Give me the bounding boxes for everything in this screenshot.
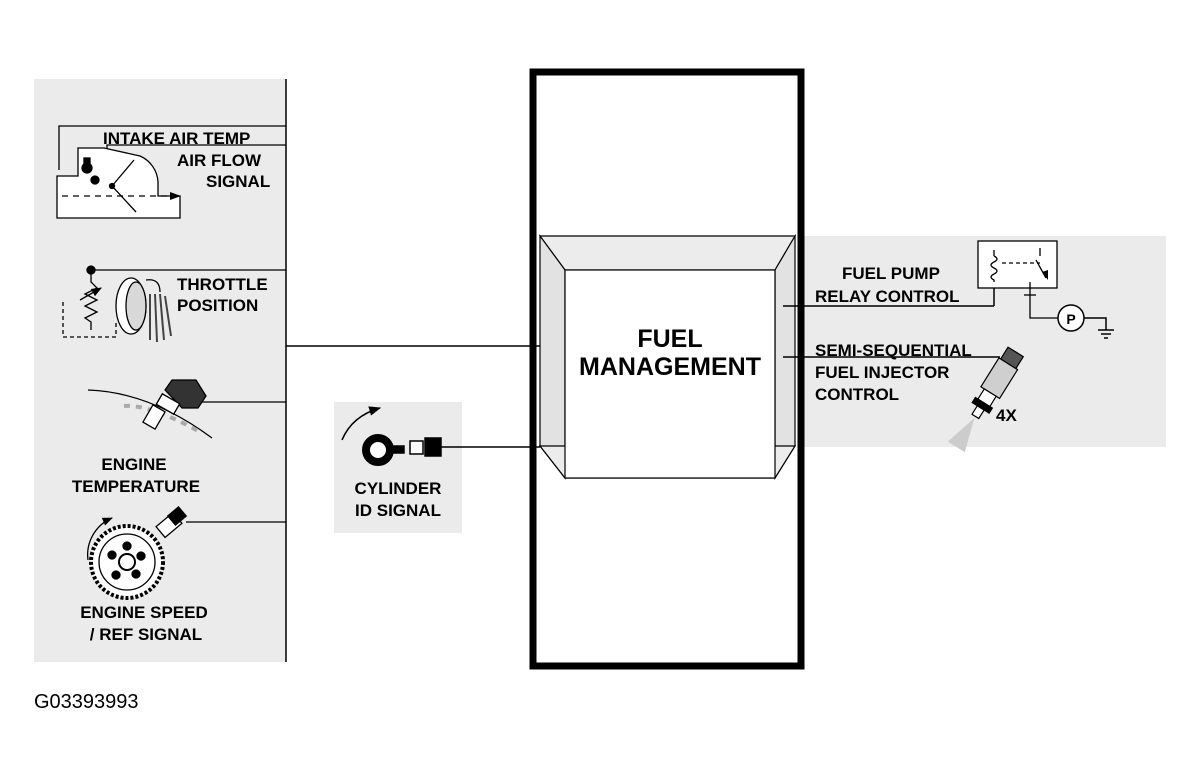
cam-sensor-icon xyxy=(341,406,442,466)
crank-sensor-icon xyxy=(87,505,286,600)
cylinder-id-panel xyxy=(334,402,462,533)
cylinder-id-label-line2: ID SIGNAL xyxy=(355,501,441,520)
injector-count-label: 4X xyxy=(996,406,1017,425)
throttle-label-line2: POSITION xyxy=(177,296,258,315)
coolant-temp-sensor-icon xyxy=(87,379,286,439)
intake-air-temp-label: INTAKE AIR TEMP xyxy=(103,129,250,148)
air-flow-label-line1: AIR FLOW xyxy=(177,151,262,170)
injector-label-line1: SEMI-SEQUENTIAL xyxy=(815,341,972,360)
throttle-sensor-icon xyxy=(62,265,286,343)
fuel-pump-label-line1: FUEL PUMP xyxy=(842,264,940,283)
injector-label-line2: FUEL INJECTOR xyxy=(815,363,949,382)
fuel-pump-symbol: P xyxy=(1066,311,1075,327)
fuel-management-label-line1: FUEL xyxy=(637,325,702,353)
fuel-management-box xyxy=(538,233,797,481)
relay-icon xyxy=(977,240,1058,319)
ground-icon xyxy=(1084,317,1114,339)
fuel-injector-icon xyxy=(947,346,1025,453)
throttle-label-line1: THROTTLE xyxy=(177,275,268,294)
engine-temp-label-line1: ENGINE xyxy=(101,455,166,474)
fuel-pump-label-line2: RELAY CONTROL xyxy=(815,287,960,306)
engine-speed-label-line1: ENGINE SPEED xyxy=(80,603,208,622)
injector-label-line3: CONTROL xyxy=(815,385,899,404)
engine-temp-label-line2: TEMPERATURE xyxy=(72,477,200,496)
figure-id: G03393993 xyxy=(34,691,139,713)
air-flow-label-line2: SIGNAL xyxy=(206,172,270,191)
fuel-management-label-line2: MANAGEMENT xyxy=(579,353,761,381)
engine-speed-label-line2: / REF SIGNAL xyxy=(90,625,202,644)
cylinder-id-label-line1: CYLINDER xyxy=(355,479,442,498)
airflow-meter-icon xyxy=(56,125,286,219)
